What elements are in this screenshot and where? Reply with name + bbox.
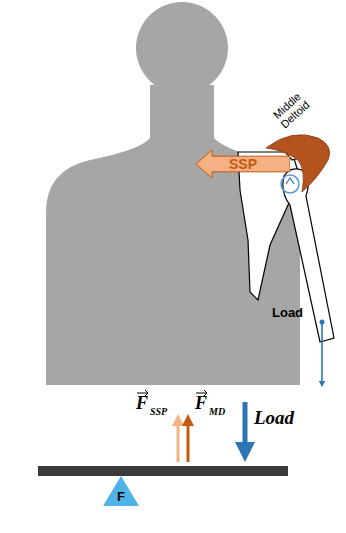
node-label: SSP [229, 156, 257, 172]
force-symbol: F [195, 394, 207, 414]
ssp-muscle-arrow: SSP [196, 150, 290, 178]
load-label: Load [254, 408, 294, 429]
force-symbol: F [136, 394, 148, 414]
load-label: Load [272, 306, 303, 320]
force-subscript: MD [209, 406, 225, 417]
fulcrum: F [103, 476, 139, 506]
force-subscript: SSP [150, 406, 167, 417]
muscle-name: Middle Deltoid [266, 86, 316, 135]
node-label: F [117, 489, 125, 504]
